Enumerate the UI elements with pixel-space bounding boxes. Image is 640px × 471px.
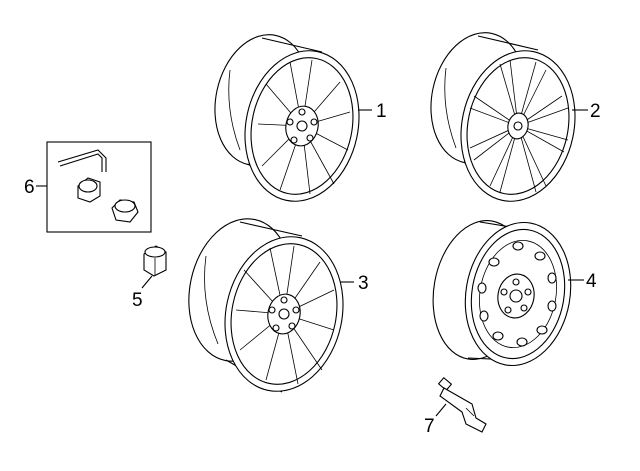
callout-5-leader: [141, 275, 153, 289]
alloy-wheel-10-spoke-icon: [214, 34, 360, 202]
callout-5: 5: [132, 290, 143, 311]
tpms-valve-stem-icon: [437, 376, 487, 433]
callout-7: 7: [424, 416, 435, 437]
steel-spare-wheel-icon: [432, 220, 572, 367]
callout-7-leader: [435, 403, 447, 417]
callout-4: 4: [586, 271, 597, 292]
callout-1: 1: [376, 101, 387, 122]
lug-nut-icon: [143, 245, 167, 277]
wheel-lock-kit-icon: [46, 141, 152, 233]
callout-2: 2: [590, 101, 601, 122]
callout-6: 6: [24, 177, 35, 198]
callout-3: 3: [358, 273, 369, 294]
alloy-wheel-y-spoke-icon: [188, 218, 344, 393]
alloy-wheel-split-spoke-icon: [430, 32, 576, 202]
